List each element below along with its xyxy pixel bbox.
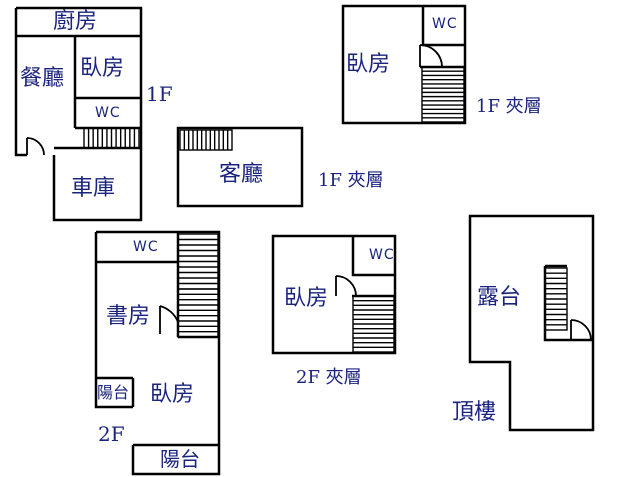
floor-label-roof: 頂樓 <box>452 400 497 425</box>
stairs-1f-mezz-bedroom-outline <box>421 66 465 123</box>
room-label-dining: 餐廳 <box>20 66 65 91</box>
floor-label-2f: 2F <box>98 422 125 446</box>
room-label-garage: 車庫 <box>71 176 116 201</box>
door-swing-1f <box>26 137 45 156</box>
door-swing-1f-mezz <box>419 44 443 68</box>
door-swing-2f-mezz <box>335 275 357 297</box>
room-label-bedroom-2f: 臥房 <box>150 382 195 407</box>
room-label-living: 客廳 <box>219 162 264 187</box>
room-label-study: 書房 <box>106 304 151 329</box>
room-label-wc-2f-mezz: WC <box>369 247 395 263</box>
stairs-2f-upper <box>177 233 219 290</box>
room-label-wc-2f: WC <box>133 239 159 255</box>
room-label-kitchen: 廚房 <box>53 9 98 34</box>
room-label-bedroom-1f: 臥房 <box>80 56 125 81</box>
floor-1f-mezz-living-walls <box>176 126 304 208</box>
floor-label-1f: 1F <box>146 82 173 106</box>
room-label-balcony-2f-bottom: 陽台 <box>160 447 200 471</box>
room-label-wc-1f-mezz: WC <box>432 16 458 32</box>
stairs-1f <box>83 127 140 149</box>
room-label-terrace: 露台 <box>477 285 522 310</box>
stairs-2f-lower-outline <box>177 288 219 338</box>
door-swing-roof <box>570 319 592 341</box>
floor-label-1f-mezz-bedroom: 1F 夾層 <box>476 96 542 117</box>
room-label-bedroom-2f-mezz: 臥房 <box>284 286 329 311</box>
stairs-2f-lower <box>177 288 219 338</box>
stairs-2f-mezz <box>352 295 395 353</box>
stairs-roof <box>544 267 568 331</box>
stairs-1f-mezz-living <box>179 129 233 151</box>
room-label-wc-1f: WC <box>95 105 121 121</box>
floor-label-1f-mezz-living: 1F 夾層 <box>318 170 384 191</box>
floor-label-2f-mezz: 2F 夾層 <box>296 367 362 388</box>
room-label-bedroom-1f-mezz: 臥房 <box>346 52 391 77</box>
stairs-1f-mezz-bedroom <box>421 66 465 123</box>
room-label-balcony-2f-left: 陽台 <box>97 383 130 402</box>
